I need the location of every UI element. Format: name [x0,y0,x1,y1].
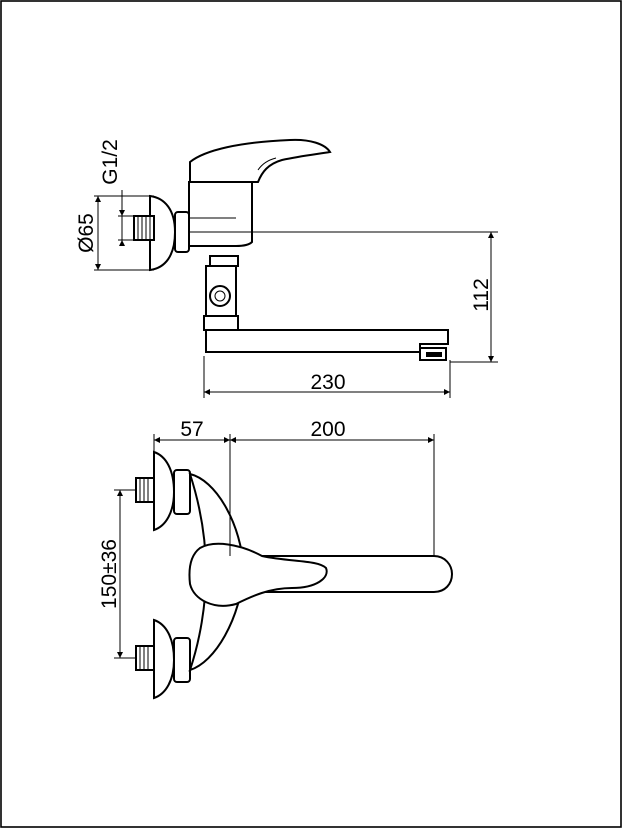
lever-handle [189,138,332,183]
spout [205,329,449,353]
valve-body [188,181,253,247]
upper-flange [153,450,176,532]
dim-spout-reach: 200 [310,418,345,441]
dim-g-thread: G1/2 [99,139,122,185]
thread-stub [133,215,155,241]
lower-flange [153,618,176,700]
hex-nut [174,211,190,253]
dim-spacing: 150±36 [98,539,121,609]
upper-nut [173,469,191,515]
side-view: G1/2 Ø65 112 230 [75,138,498,398]
lever-top [188,542,328,607]
upper-thread [135,477,155,503]
swivel-upper [209,255,239,267]
swivel-lower [203,315,239,331]
dim-diameter: Ø65 [75,213,98,253]
dim-height: 112 [470,278,493,311]
top-view: 57 200 150±36 [98,418,454,700]
lower-nut [173,637,191,683]
lower-thread [135,645,155,671]
dim-offset: 57 [180,418,203,441]
dim-spout-length: 230 [310,371,345,394]
swivel-joint [209,285,231,307]
